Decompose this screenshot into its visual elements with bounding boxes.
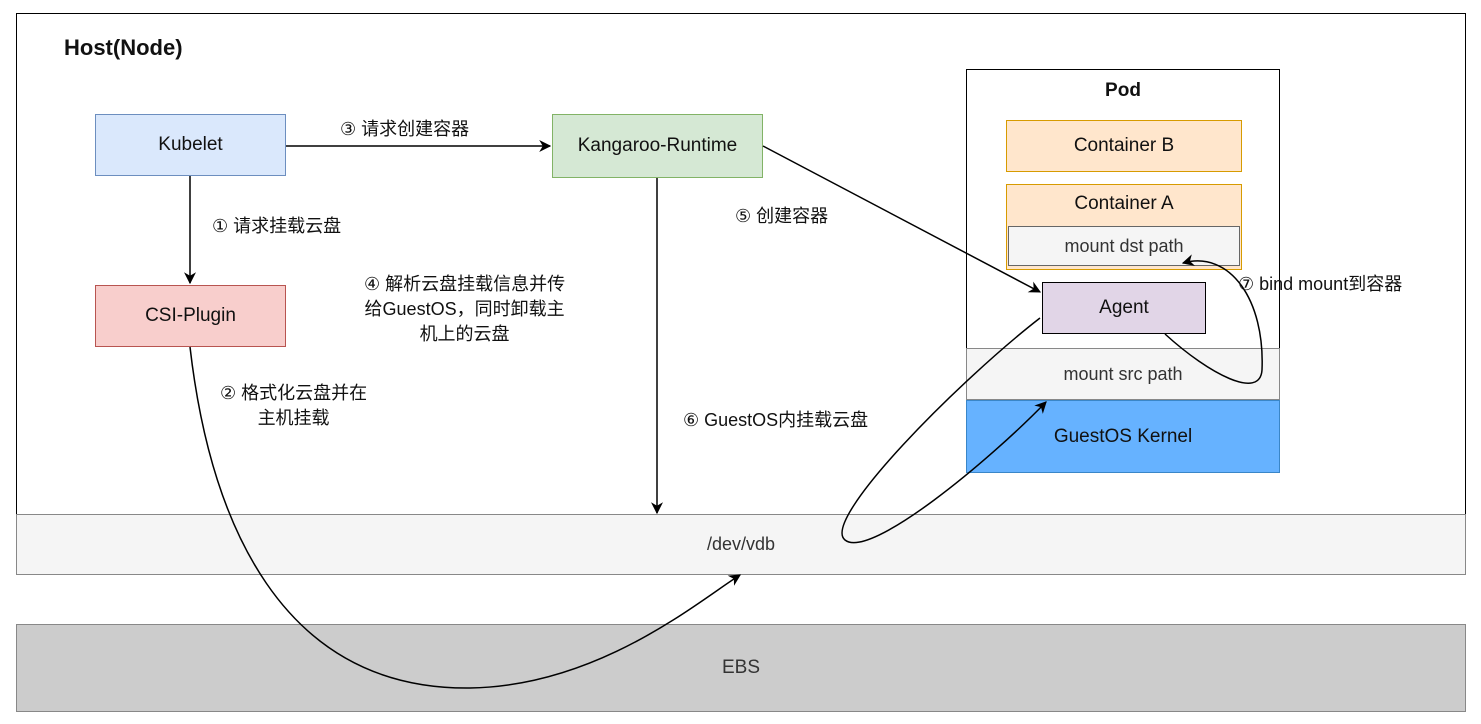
kangaroo-runtime-box: Kangaroo-Runtime — [552, 114, 763, 178]
guestos-kernel-label: GuestOS Kernel — [1053, 425, 1193, 447]
step2-label: ② 格式化云盘并在 主机挂载 — [220, 381, 367, 431]
step6-label: ⑥ GuestOS内挂载云盘 — [683, 410, 869, 430]
kubelet-box: Kubelet — [95, 114, 286, 176]
container-a-label: Container A — [1074, 193, 1174, 214]
kangaroo-runtime-label: Kangaroo-Runtime — [577, 135, 738, 156]
container-b-label: Container B — [1073, 135, 1175, 156]
kubelet-label: Kubelet — [158, 134, 223, 155]
guestos-kernel: GuestOS Kernel — [966, 400, 1280, 473]
pod-title: Pod — [1105, 80, 1141, 101]
agent-box: Agent — [1042, 282, 1206, 334]
container-b: Container B — [1006, 120, 1242, 172]
step7-label: ⑦ bind mount到容器 — [1238, 274, 1403, 294]
csi-plugin-box: CSI-Plugin — [95, 285, 286, 347]
agent-label: Agent — [1099, 297, 1149, 318]
mount-src-label: mount src path — [1063, 363, 1183, 384]
mount-src-path: mount src path — [966, 348, 1280, 400]
step4-label: ④ 解析云盘挂载信息并传 给GuestOS，同时卸载主 机上的云盘 — [364, 272, 565, 347]
step2-line2: 主机挂载 — [257, 408, 330, 428]
arrow-step7 — [1164, 254, 1263, 384]
step1-label: ① 请求挂载云盘 — [212, 216, 342, 236]
step2-line1: ② 格式化云盘并在 — [220, 383, 368, 403]
step5-label: ⑤ 创建容器 — [735, 206, 829, 226]
csi-plugin-label: CSI-Plugin — [145, 305, 236, 326]
arrow-step5 — [762, 145, 1042, 293]
dev-vdb-label: /dev/vdb — [706, 534, 776, 554]
step4-line1: ④ 解析云盘挂载信息并传 — [364, 274, 566, 294]
host-title: Host(Node) — [64, 35, 183, 60]
step4-line2: 给GuestOS，同时卸载主 — [364, 299, 565, 319]
ebs-layer: EBS — [16, 624, 1466, 712]
step3-label: ③ 请求创建容器 — [340, 119, 470, 139]
ebs-label: EBS — [721, 657, 761, 678]
step4-line3: 机上的云盘 — [419, 324, 510, 344]
arrow-step2 — [189, 346, 742, 689]
arrow-step6 — [841, 317, 1047, 544]
mount-dst-path: mount dst path — [1008, 226, 1240, 266]
mount-dst-label: mount dst path — [1064, 235, 1184, 256]
